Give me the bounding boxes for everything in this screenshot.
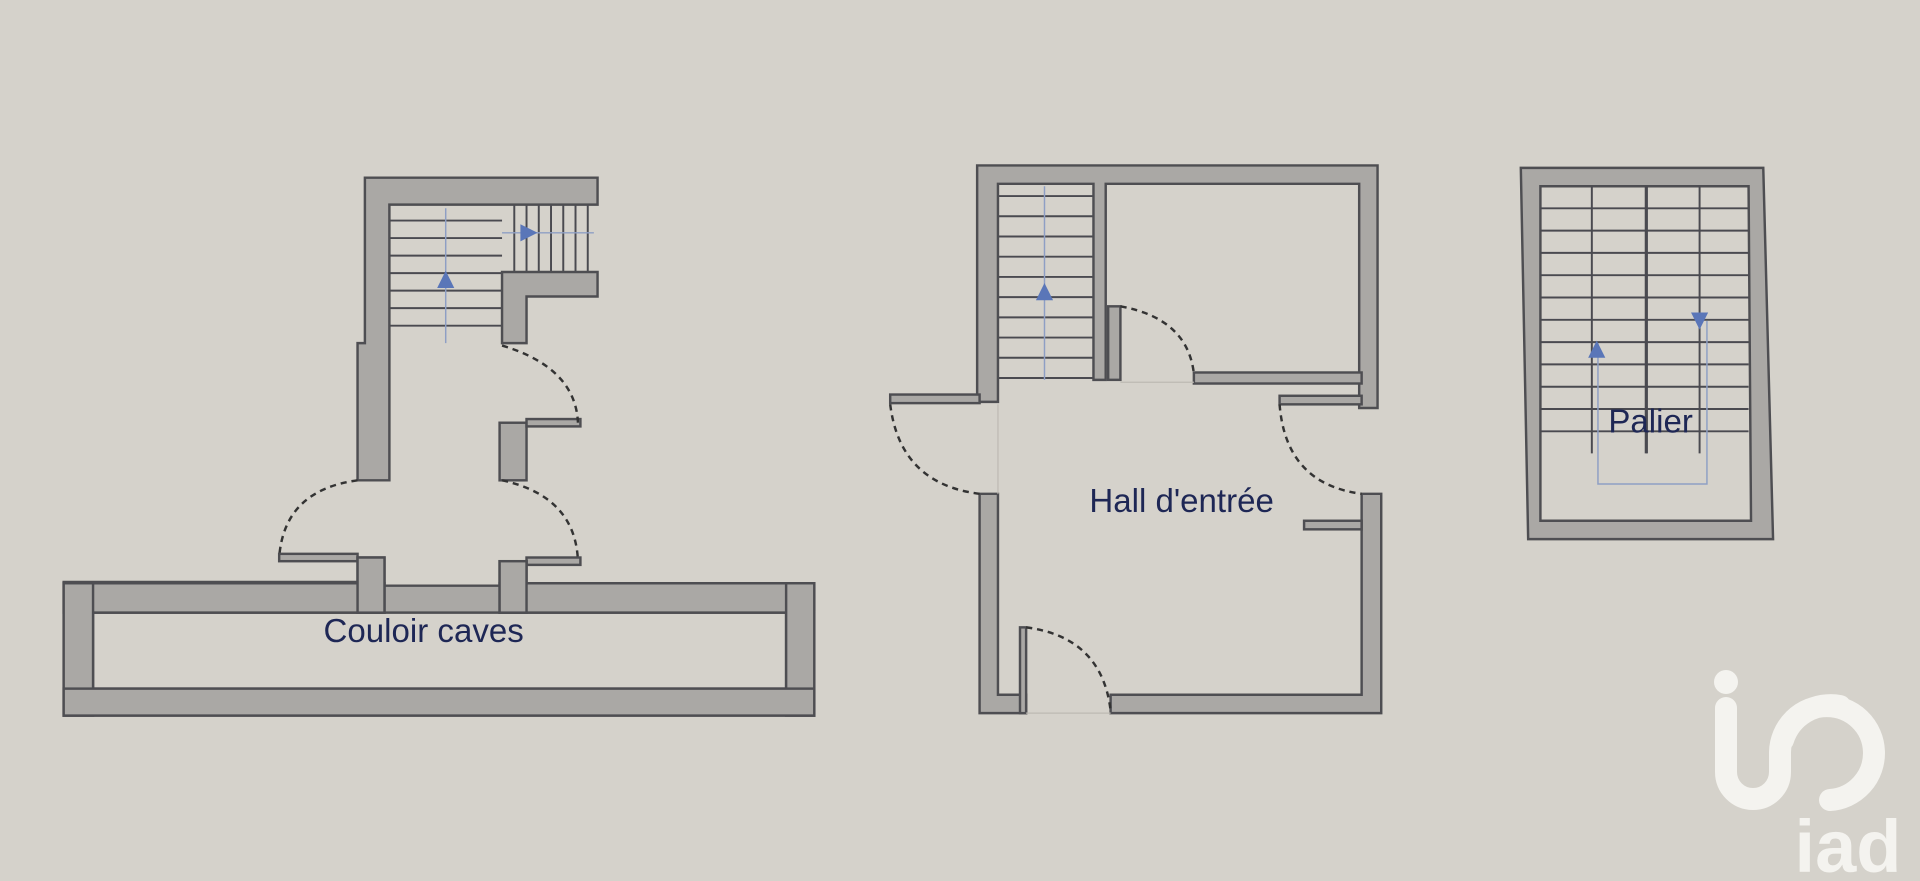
- arrow-down-icon: [1691, 312, 1709, 330]
- wall: [975, 164, 1379, 410]
- wall: [1192, 371, 1363, 385]
- wall: [356, 556, 386, 614]
- plan-palier: Palier: [1519, 166, 1775, 541]
- door-swing: [501, 344, 580, 423]
- arrow-up-icon: [437, 270, 455, 288]
- wall: [1109, 492, 1383, 715]
- wall: [498, 421, 528, 482]
- door-swing: [888, 404, 980, 496]
- wall: [888, 393, 981, 405]
- room-label-couloir-caves: Couloir caves: [324, 613, 524, 650]
- wall: [356, 176, 599, 482]
- wall: [1302, 519, 1363, 531]
- logo-dot: [1714, 670, 1738, 694]
- stair-direction-line: [1597, 321, 1708, 485]
- logo-text: iad: [1795, 805, 1902, 881]
- wall: [62, 687, 816, 717]
- stair-hall: [997, 186, 1094, 380]
- plan-couloir-caves: Couloir caves: [62, 176, 816, 717]
- logo-mark: [1715, 694, 1885, 811]
- door-swing: [277, 479, 358, 558]
- room-label-hall-entree: Hall d'entrée: [1089, 483, 1274, 520]
- stair-small-right: [502, 204, 594, 273]
- wall: [1018, 626, 1028, 715]
- arrow-right-icon: [520, 224, 538, 242]
- plan-hall-entree: Hall d'entrée: [888, 164, 1383, 715]
- wall: [498, 559, 528, 614]
- door-swing: [501, 479, 580, 562]
- door-swing: [1025, 626, 1112, 711]
- arrow-up-icon: [1035, 283, 1054, 301]
- wall: [525, 417, 582, 428]
- wall: [1106, 305, 1122, 382]
- wall: [500, 270, 599, 345]
- room-label-palier: Palier: [1608, 404, 1693, 441]
- door-swing: [1120, 305, 1196, 374]
- stair-main-left: [389, 208, 503, 344]
- door-swing: [1278, 404, 1362, 496]
- stair-palier: [1540, 186, 1749, 485]
- arrow-up-icon: [1588, 340, 1606, 358]
- wall: [1278, 394, 1363, 406]
